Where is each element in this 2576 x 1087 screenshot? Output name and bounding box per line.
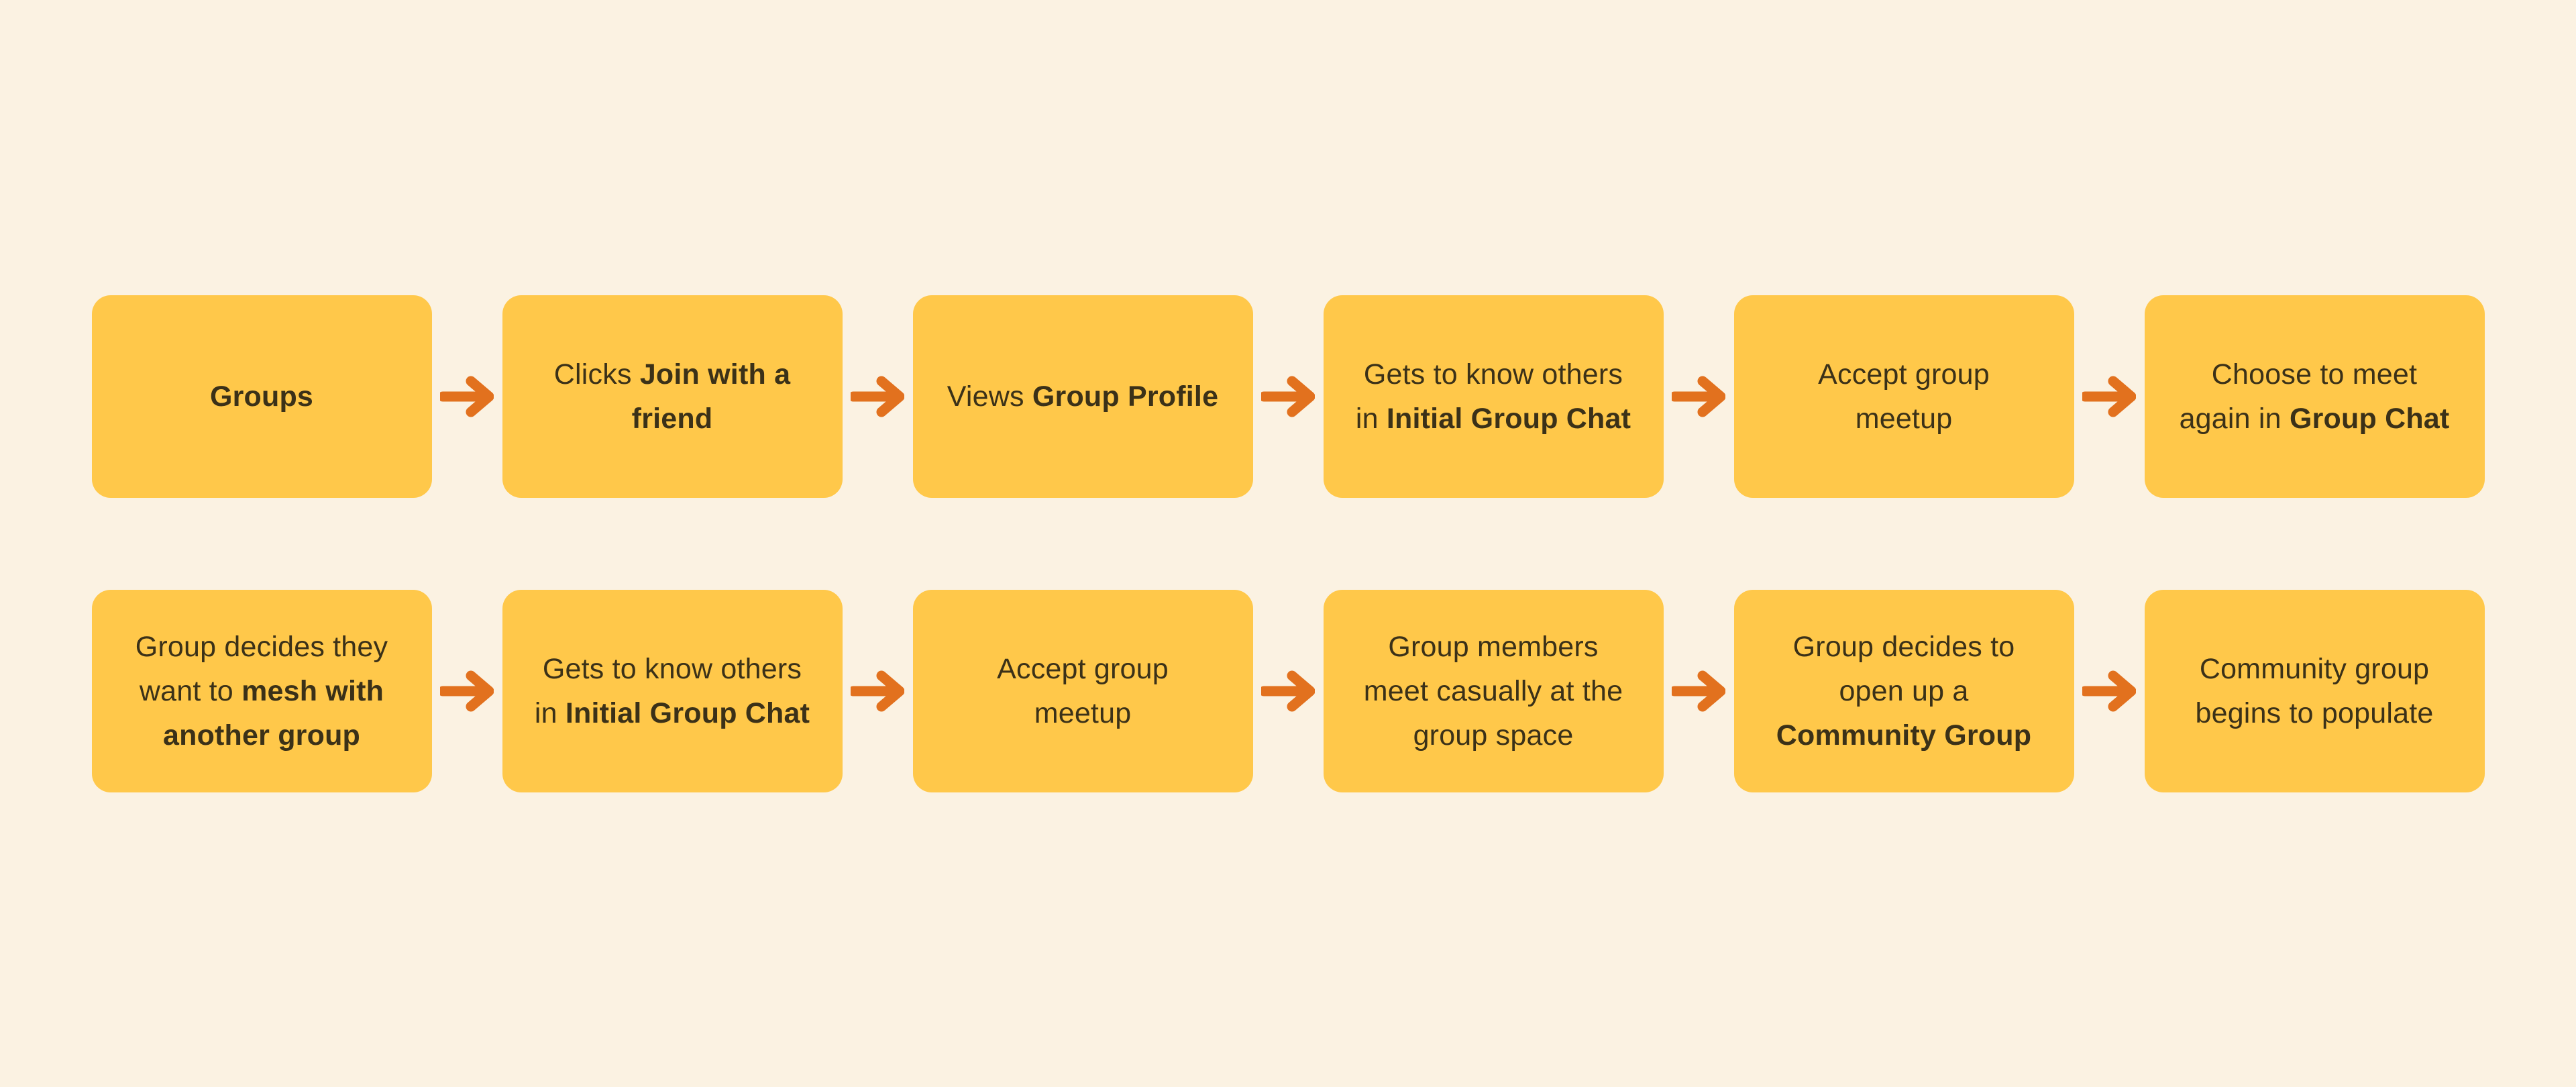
flow-step-label: Groups	[209, 380, 314, 413]
flow-step-r1-c1[interactable]: Groups	[91, 295, 432, 498]
arrow-right-icon	[1664, 670, 1734, 713]
arrow-right-icon	[2074, 670, 2145, 713]
flow-step-label: Views Group Profile	[947, 380, 1219, 413]
arrow-right-icon	[1664, 375, 1734, 418]
arrow-right-icon	[432, 670, 502, 713]
arrow-right-icon	[843, 670, 913, 713]
arrow-right-icon	[1253, 670, 1324, 713]
arrow-right-icon	[2074, 375, 2145, 418]
arrow-right-icon	[843, 375, 913, 418]
arrow-right-icon	[432, 375, 502, 418]
flow-step-r1-c3[interactable]: Views Group Profile	[912, 295, 1253, 498]
arrow-right-icon	[1253, 375, 1324, 418]
